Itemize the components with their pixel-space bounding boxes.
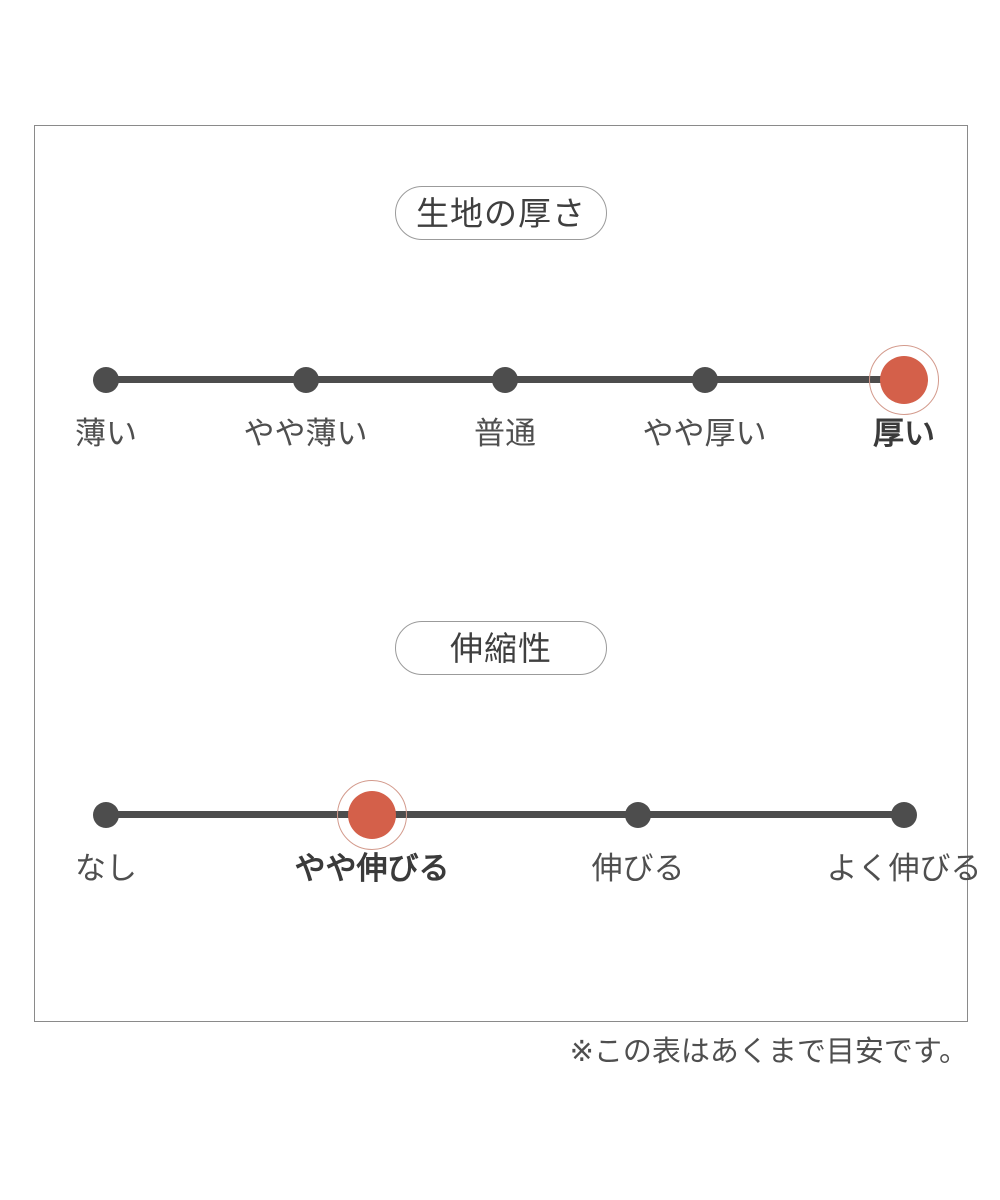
scale-label-thickness-4: 厚い (873, 416, 935, 451)
scale-track-stretch (106, 811, 904, 818)
scale-label-stretch-0: なし (75, 851, 137, 886)
section-title-stretch: 伸縮性 (450, 629, 552, 667)
selected-marker-ring-icon (869, 344, 939, 415)
scale-label-thickness-2: 普通 (474, 416, 536, 451)
badge-row-stretch: 伸縮性 (35, 621, 967, 675)
scale-dot-icon (492, 366, 518, 393)
scale-label-stretch-3: よく伸びる (826, 851, 982, 886)
scale-dot-icon (292, 366, 319, 393)
badge-row-thickness: 生地の厚さ (35, 186, 967, 240)
section-thickness: 生地の厚さ 薄い やや薄い 普通 やや厚い 厚い (35, 186, 967, 449)
section-badge-stretch: 伸縮性 (395, 621, 607, 675)
scale-label-stretch-1: やや伸びる (294, 851, 450, 886)
scale-points-thickness: 薄い やや薄い 普通 やや厚い 厚い (75, 324, 939, 449)
scale-label-thickness-1: やや薄い (243, 416, 368, 451)
scale-dot-icon (891, 801, 917, 828)
scale-dot-icon (691, 366, 718, 393)
section-title-thickness: 生地の厚さ (416, 194, 586, 232)
scale-dot-icon (624, 801, 651, 828)
section-badge-thickness: 生地の厚さ (395, 186, 607, 240)
scale-dot-icon (93, 366, 119, 393)
selected-marker-ring-icon (336, 779, 407, 850)
scale-thickness: 薄い やや薄い 普通 やや厚い 厚い (35, 324, 967, 449)
section-stretch: 伸縮性 なし やや伸びる 伸びる よく伸びる (35, 621, 982, 884)
scale-dot-icon (93, 801, 119, 828)
scale-stretch: なし やや伸びる 伸びる よく伸びる (35, 759, 982, 884)
scale-label-thickness-3: やや厚い (642, 416, 767, 451)
footnote-text: ※この表はあくまで目安です。 (569, 1036, 968, 1068)
scale-dot-selected-icon (880, 355, 928, 404)
scale-label-thickness-0: 薄い (75, 416, 137, 451)
scale-label-stretch-2: 伸びる (591, 851, 685, 886)
scale-points-stretch: なし やや伸びる 伸びる よく伸びる (75, 759, 982, 884)
scale-dot-selected-icon (347, 790, 396, 839)
fabric-spec-card: 生地の厚さ 薄い やや薄い 普通 やや厚い 厚い 伸縮性 なし やや伸びる 伸びる よく伸びる (34, 125, 982, 1022)
